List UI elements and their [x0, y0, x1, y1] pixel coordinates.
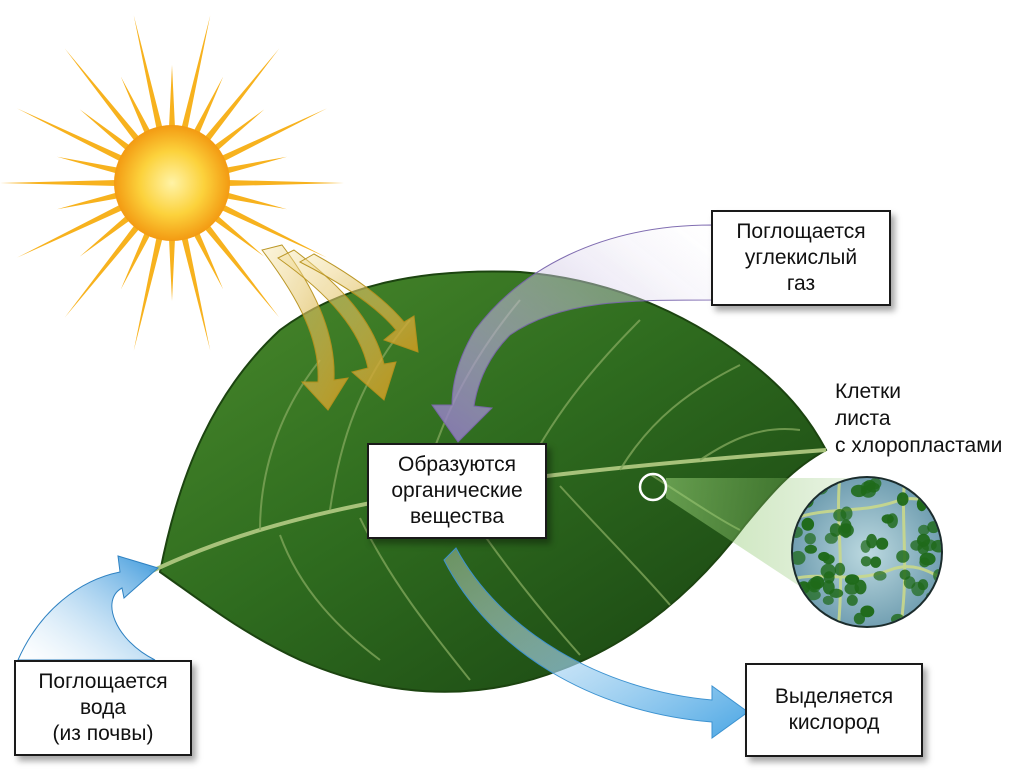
chloroplast: [846, 594, 858, 606]
chloroplast: [834, 562, 846, 576]
water-label: Поглощается вода (из почвы): [14, 660, 192, 756]
sun-ray: [133, 235, 163, 351]
chloroplast: [860, 556, 872, 567]
chloroplast: [829, 523, 842, 537]
sun-ray: [213, 109, 265, 152]
oxygen-label-line-2: кислород: [788, 711, 880, 734]
chloroplast: [818, 551, 830, 562]
chloroplast: [793, 550, 806, 565]
sun-ray: [203, 48, 280, 142]
chloroplast: [850, 484, 867, 498]
sun-ray: [0, 179, 118, 187]
chloroplast: [918, 524, 930, 536]
co2-label: Поглощается углекислый газ: [711, 210, 891, 306]
co2-arrow: [431, 224, 713, 443]
water-label-line-2: вода: [79, 696, 127, 719]
co2-label-line-3: газ: [786, 272, 816, 295]
chloroplast: [804, 533, 816, 545]
chloroplast: [881, 514, 894, 524]
zoom-marker: [638, 472, 668, 502]
chloroplast: [793, 526, 803, 539]
sun-ray: [224, 156, 288, 174]
sun-ray: [133, 15, 163, 131]
chloroplast: [833, 509, 847, 522]
chloroplast: [853, 612, 866, 625]
sun-ray: [224, 192, 288, 210]
sun-ray: [193, 231, 224, 290]
chloroplast: [896, 550, 910, 563]
co2-label-line-1: Поглощается: [736, 220, 866, 243]
sun-ray: [56, 192, 120, 210]
chloroplast: [927, 607, 941, 622]
chloroplast: [820, 563, 836, 579]
chloroplast: [844, 582, 860, 595]
cells-label-line-1: Клетки: [835, 380, 902, 403]
chloroplast: [838, 523, 854, 538]
sun-ray: [17, 204, 124, 258]
organic-label: Образуются органические вещества: [367, 443, 547, 539]
chloroplast: [804, 544, 817, 554]
sun-ray: [181, 15, 211, 131]
cells-label: Клетки листа с хлоропластами: [835, 378, 1002, 459]
cells-label-line-3: с хлоропластами: [835, 434, 1003, 457]
chloroplast: [919, 557, 930, 568]
oxygen-label: Выделяется кислород: [745, 663, 923, 757]
chloroplast: [822, 580, 835, 595]
sun-ray: [120, 76, 151, 135]
organic-label-line-1: Образуются: [398, 453, 516, 476]
sun-ray: [120, 231, 151, 290]
sunlight-arrows: [261, 244, 419, 411]
chloroplast: [870, 556, 882, 568]
sun-ray: [181, 235, 211, 351]
organic-label-line-3: вещества: [409, 505, 505, 528]
organic-label-line-2: органические: [391, 479, 523, 502]
chloroplast: [921, 539, 937, 551]
chloroplast: [867, 482, 880, 493]
cells-label-line-2: листа: [835, 407, 891, 430]
sun-ray: [79, 214, 131, 257]
sun-ray: [168, 65, 176, 129]
sun-ray: [220, 204, 327, 258]
sun-ray: [17, 108, 124, 162]
water-label-line-3: (из почвы): [52, 722, 154, 745]
chloroplast: [876, 537, 889, 550]
sun-icon: [0, 15, 344, 351]
sun-ray: [79, 109, 131, 152]
chloroplast: [807, 577, 822, 593]
chloroplast: [860, 540, 871, 553]
co2-label-line-2: углекислый: [744, 246, 858, 269]
chloroplast: [805, 589, 821, 601]
sun-ray: [64, 48, 141, 142]
chloroplast: [822, 595, 834, 606]
sun-ray: [203, 224, 280, 318]
sun-ray: [168, 237, 176, 301]
chloroplast: [873, 571, 887, 581]
chloroplast: [896, 492, 909, 506]
sun-ray: [220, 108, 327, 162]
sun-ray: [213, 214, 265, 257]
chloroplast: [801, 517, 815, 531]
oxygen-arrow: [443, 547, 749, 739]
chloroplast: [911, 581, 925, 597]
water-label-line-1: Поглощается: [38, 670, 168, 693]
chloroplast: [860, 605, 875, 618]
sun-ray: [64, 224, 141, 318]
water-arrow: [17, 555, 160, 661]
sun-ray: [193, 76, 224, 135]
sun-ray: [56, 156, 120, 174]
sun-ray: [226, 179, 344, 187]
oxygen-label-line-1: Выделяется: [774, 685, 894, 708]
chloroplast: [844, 574, 860, 585]
chloroplast-cells-icon: [791, 476, 943, 628]
